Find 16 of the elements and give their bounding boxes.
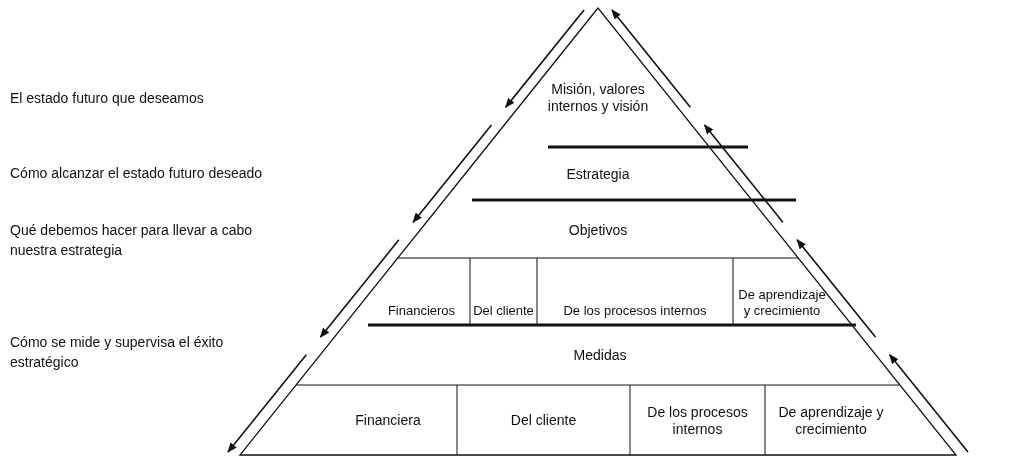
pyramid-level-text: Estrategia: [480, 150, 716, 198]
pyramid-level-text: De los procesos internos: [631, 388, 764, 453]
pyramid-level-text: Objetivos: [440, 203, 756, 257]
pyramid-level-text: Del cliente: [458, 388, 629, 453]
pyramid-level-text: Financiera: [320, 388, 456, 453]
pyramid-level-text: Misión, valores internos y visión: [533, 52, 663, 144]
pyramid-level-text: De aprendizaje y crecimiento: [766, 388, 896, 453]
pyramid-level-text: Del cliente: [471, 261, 536, 323]
level-description: Cómo alcanzar el estado futuro deseado: [10, 164, 264, 183]
pyramid-level-text: De los procesos internos: [538, 261, 732, 323]
pyramid-level-text: Financieros: [374, 261, 469, 323]
level-description: Cómo se mide y supervisa el éxito estratégico: [10, 333, 225, 372]
pyramid-level-text: Medidas: [360, 328, 840, 383]
level-description: Qué debemos hacer para llevar a cabo nuestra estrategia: [10, 221, 254, 260]
level-description: El estado futuro que deseamos: [10, 89, 205, 108]
pyramid-level-text: De aprendizaje y crecimiento: [735, 261, 829, 323]
